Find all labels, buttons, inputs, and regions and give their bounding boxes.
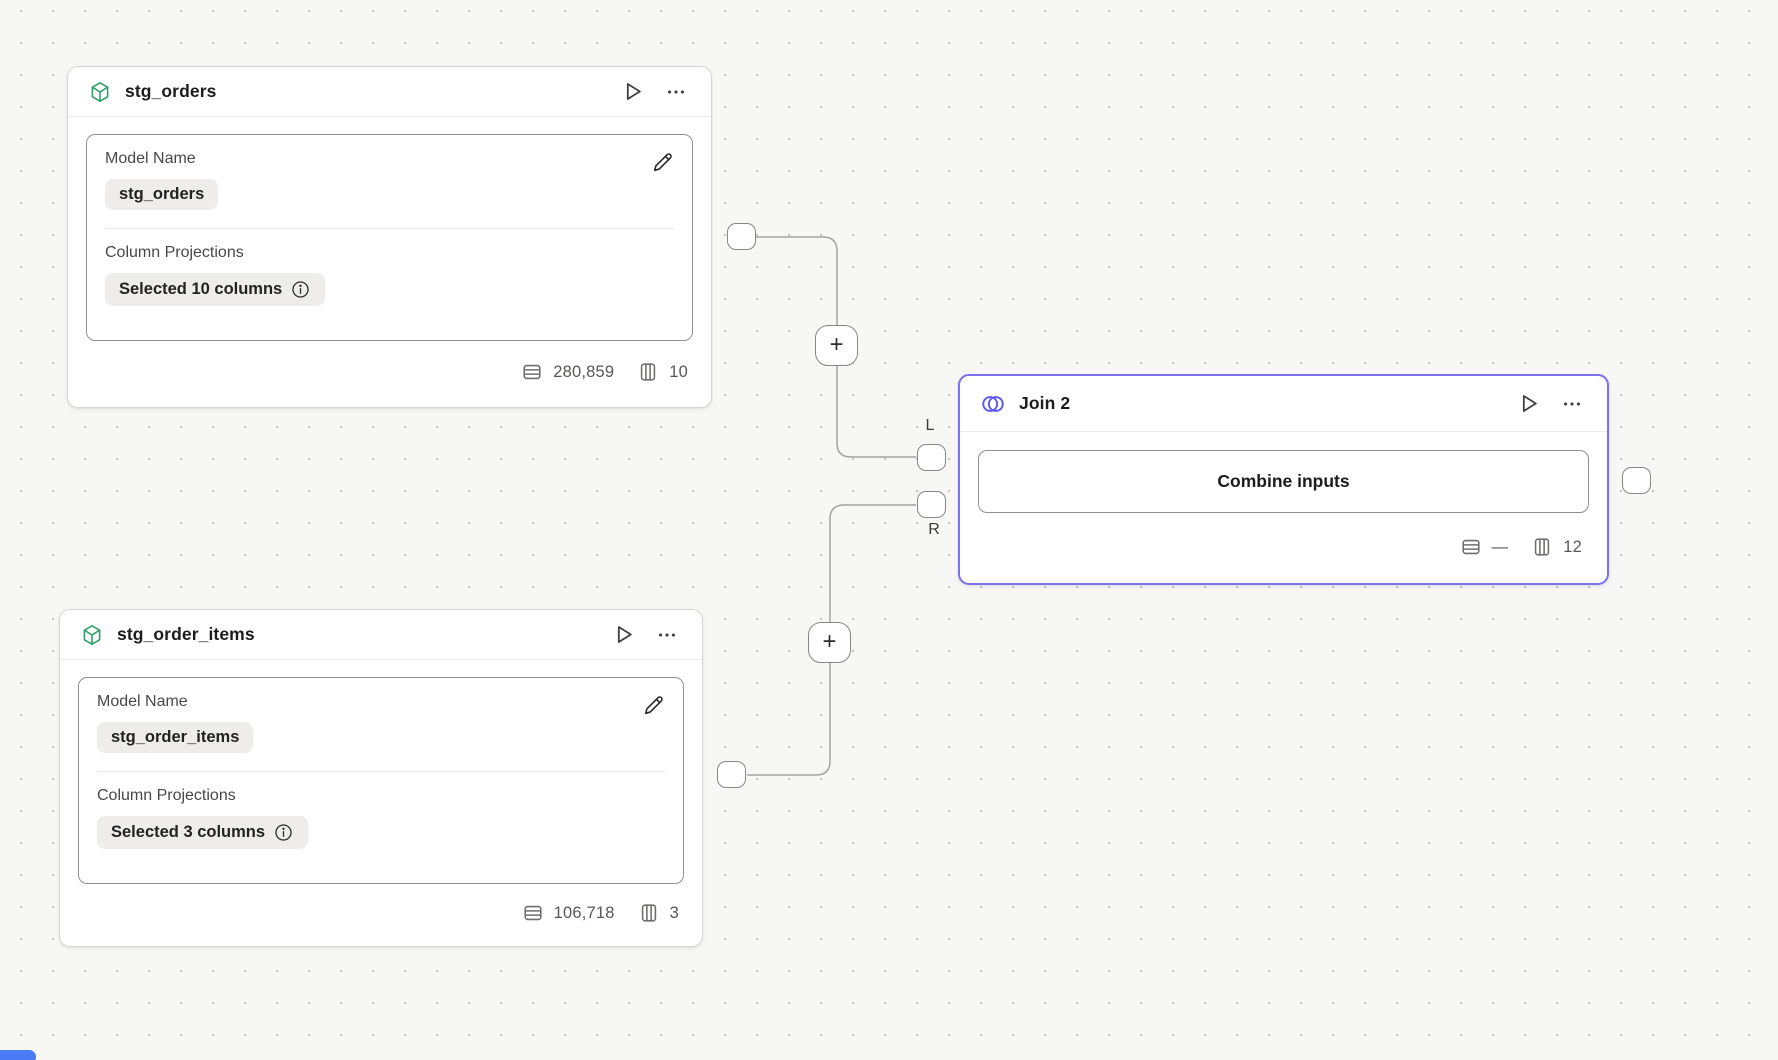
horizontal-scrollbar-thumb[interactable] [0, 1050, 36, 1060]
model-cube-icon [80, 623, 104, 647]
node-title: stg_order_items [117, 624, 255, 644]
run-node-button[interactable] [1514, 389, 1543, 418]
node-stg-order-items[interactable]: stg_order_items Model Name st [59, 609, 703, 947]
card-divider [105, 228, 674, 229]
column-count: 12 [1563, 537, 1582, 556]
output-port-join[interactable] [1622, 467, 1651, 494]
node-config-card: Model Name stg_order_items Column Projec… [78, 677, 684, 884]
column-projections-label: Column Projections [97, 787, 236, 804]
rows-icon [523, 905, 542, 921]
run-node-button[interactable] [609, 620, 638, 649]
columns-icon [641, 904, 656, 922]
play-icon [617, 626, 632, 643]
play-icon [1522, 395, 1537, 412]
column-projections-value: Selected 3 columns [111, 823, 266, 841]
model-name-label: Model Name [105, 150, 196, 167]
node-title: stg_orders [125, 81, 217, 101]
node-header: stg_order_items [60, 610, 702, 660]
join-venn-icon [980, 391, 1006, 417]
node-header: stg_orders [68, 67, 711, 117]
node-more-menu-button[interactable] [1559, 391, 1585, 417]
node-stats: 106,718 3 [60, 884, 702, 946]
add-step-on-edge-button[interactable]: + [808, 622, 851, 663]
left-port-label: L [925, 417, 935, 434]
model-cube-icon [88, 80, 112, 104]
edit-model-name-button[interactable] [648, 148, 677, 177]
play-icon [626, 83, 641, 100]
ellipsis-icon [659, 632, 675, 637]
add-step-on-edge-button[interactable]: + [815, 325, 858, 366]
model-name-value: stg_order_items [111, 728, 240, 746]
edit-model-name-button[interactable] [639, 691, 668, 720]
row-count: — [1491, 537, 1509, 556]
ellipsis-icon [668, 89, 684, 94]
node-more-menu-button[interactable] [663, 79, 689, 105]
pencil-icon [644, 696, 663, 715]
column-projections-badge[interactable]: Selected 10 columns [105, 273, 326, 306]
run-node-button[interactable] [618, 77, 647, 106]
column-projections-value: Selected 10 columns [119, 280, 283, 298]
model-name-value: stg_orders [119, 185, 205, 203]
output-port-stg-orders[interactable] [727, 223, 756, 250]
node-join-2[interactable]: Join 2 Combine inputs — 12 [958, 374, 1609, 585]
columns-icon [641, 363, 656, 381]
combine-inputs-button[interactable]: Combine inputs [978, 450, 1589, 513]
node-title: Join 2 [1019, 393, 1071, 413]
model-name-badge[interactable]: stg_order_items [97, 722, 254, 753]
node-more-menu-button[interactable] [654, 622, 680, 648]
node-stg-orders[interactable]: stg_orders Model Name stg_ord [67, 66, 712, 408]
ellipsis-icon [1564, 401, 1580, 406]
model-name-badge[interactable]: stg_orders [105, 179, 219, 210]
column-projections-label: Column Projections [105, 244, 244, 261]
column-count: 10 [669, 362, 688, 381]
rows-icon [1461, 539, 1480, 555]
columns-icon [1535, 538, 1550, 556]
card-divider [97, 771, 665, 772]
node-header: Join 2 [960, 376, 1607, 432]
rows-icon [523, 364, 541, 380]
plus-icon: + [822, 627, 837, 655]
info-icon [275, 824, 292, 841]
row-count: 106,718 [553, 903, 615, 922]
model-name-label: Model Name [97, 693, 188, 710]
node-stats: — 12 [960, 513, 1607, 583]
node-config-card: Model Name stg_orders Column Projections… [86, 134, 693, 341]
output-port-stg-order-items[interactable] [717, 761, 746, 788]
node-stats: 280,859 10 [68, 341, 711, 407]
row-count: 280,859 [553, 362, 615, 381]
join-input-port-left[interactable] [917, 444, 946, 471]
pencil-icon [653, 153, 672, 172]
right-port-label: R [928, 521, 940, 538]
join-input-port-right[interactable] [917, 491, 946, 518]
column-projections-badge[interactable]: Selected 3 columns [97, 816, 309, 849]
info-icon [292, 281, 309, 298]
column-count: 3 [669, 903, 679, 922]
plus-icon: + [829, 330, 844, 358]
